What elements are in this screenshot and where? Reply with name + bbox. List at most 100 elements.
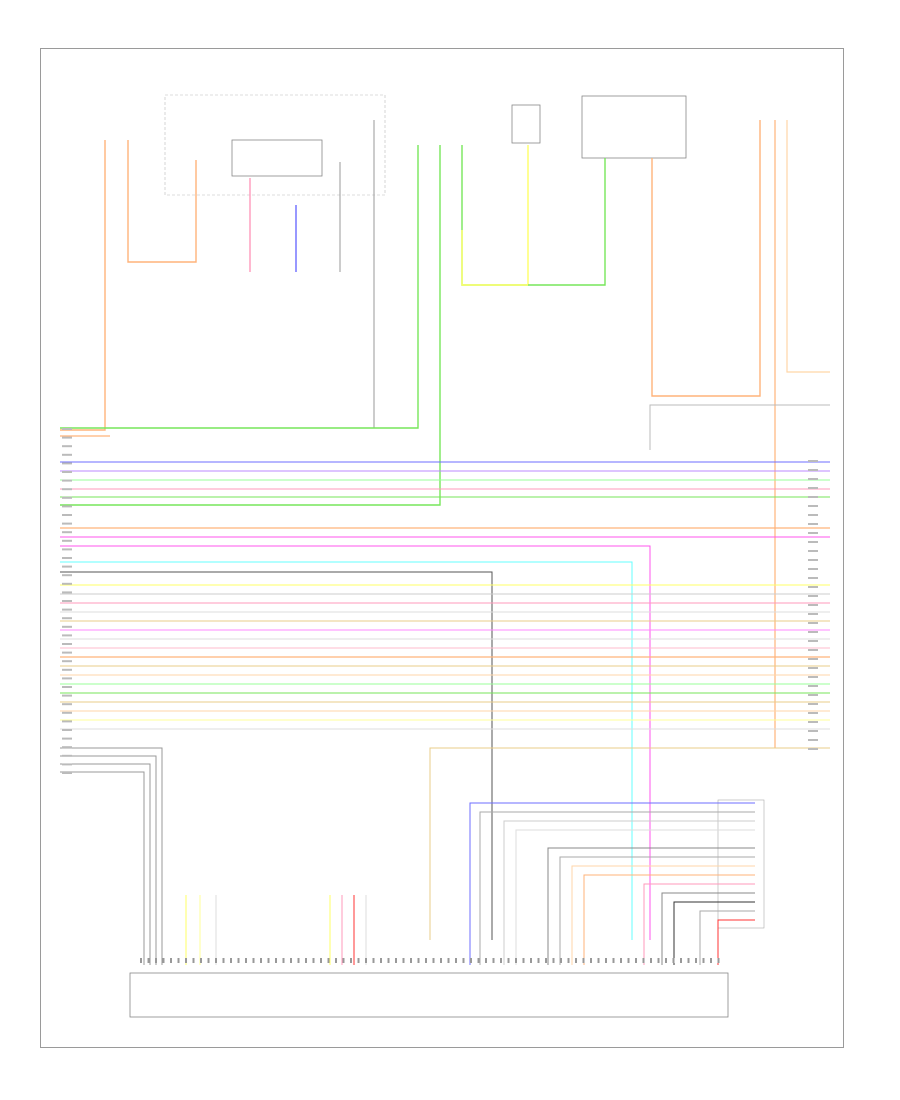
left-pin-mark [62,763,72,766]
left-pin-mark [62,531,72,534]
right-pin-mark [808,541,818,543]
left-pin-mark [62,617,72,620]
connector-pin [380,958,382,963]
right-pin-mark [808,739,818,741]
connector-pin [305,958,307,963]
harness-gray-3 [60,763,151,965]
harness-gray-2 [60,755,157,965]
connector-pin [267,958,270,963]
connector-pin [612,958,615,963]
fan-gray-6 [661,892,755,965]
right-pin-mark [808,730,818,732]
fan-pink [643,883,755,965]
top-components [129,94,765,1018]
connector-pin [215,958,217,963]
connector-pin [470,958,472,963]
wire-yellow-sensor [461,145,529,286]
left-pin-mark [62,505,72,508]
right-pin-mark [808,586,818,588]
sensor-box [511,104,541,144]
left-pin-mark [62,496,72,499]
left-pin-mark [62,772,72,774]
fan-gray-4 [547,847,755,965]
connector-pin [312,958,315,963]
right-pin-mark [808,514,818,516]
connector-pin [290,958,292,963]
connector-pin [477,958,480,963]
connector-pin [192,958,195,963]
left-pin-mark [62,608,72,611]
engine-control-module-box [164,94,386,196]
left-pin-mark [62,686,72,688]
connector-pin [417,958,420,963]
connector-pin [657,958,660,963]
bus-line-black [60,571,493,940]
bus-line-cyan [60,561,633,940]
connector-pin [410,958,412,963]
connector-pin [702,958,705,963]
fan-blue [469,802,755,965]
left-pin-mark [62,471,72,473]
left-pin-mark [62,488,72,491]
wire-green-2 [60,145,441,506]
right-pin-mark [808,685,818,687]
connector-pin [432,958,435,963]
left-pin-mark [62,479,72,482]
wire-green-main [60,145,419,429]
left-pin-mark [62,668,72,671]
connector-pin [170,958,172,963]
right-pin-mark [808,523,818,525]
left-pin-mark [62,462,72,465]
switch-box [581,95,687,159]
connector-pin [537,958,540,963]
connector-pin [425,958,427,963]
right-pin-mark [808,595,818,597]
right-pin-mark [808,703,818,705]
connector-pin [710,958,712,963]
wire-gray-right [649,404,830,450]
right-pin-mark [808,487,818,489]
connector-pin [485,958,487,963]
connector-pin [230,958,232,963]
left-pin-mark [62,557,72,559]
connector-pin [162,958,165,963]
lower-left-harness [60,747,163,965]
harness-gray-1 [60,747,163,965]
connector-pin [327,958,330,963]
fan-peach [571,865,755,965]
left-pin-mark [62,634,72,637]
connector-pin [177,958,180,963]
fan-gray-2 [503,820,755,965]
right-pin-mark [808,568,818,570]
left-pin-mark [62,522,72,525]
connector-pin [665,958,667,963]
connector-pin [695,958,697,963]
bus-line-magenta-2 [60,545,651,940]
right-pin-mark [808,460,818,462]
connector-pin [620,958,622,963]
connector-pin [552,958,555,963]
connector-pin [282,958,285,963]
left-pin-mark [62,539,72,542]
left-pin-mark [62,703,72,706]
right-pin-mark [808,631,818,633]
connector-pin [447,958,450,963]
connector-pin [200,958,202,963]
right-pin-mark [808,721,818,723]
left-connector-pins [62,428,72,774]
left-pin-mark [62,729,72,731]
wire-orange-switch [651,120,761,397]
connector-pin [545,958,547,963]
right-pin-mark [808,469,818,471]
connector-block-box [717,799,765,929]
wire-orange-loop [127,140,197,263]
connector-pin [140,958,142,963]
bus-line-tan-4 [429,747,830,940]
connector-pin [185,958,187,963]
bottom-connector-pins [140,958,720,963]
left-pin-mark [62,514,72,516]
right-pin-mark [808,613,818,615]
left-pin-mark [62,428,72,430]
connector-pin [222,958,225,963]
